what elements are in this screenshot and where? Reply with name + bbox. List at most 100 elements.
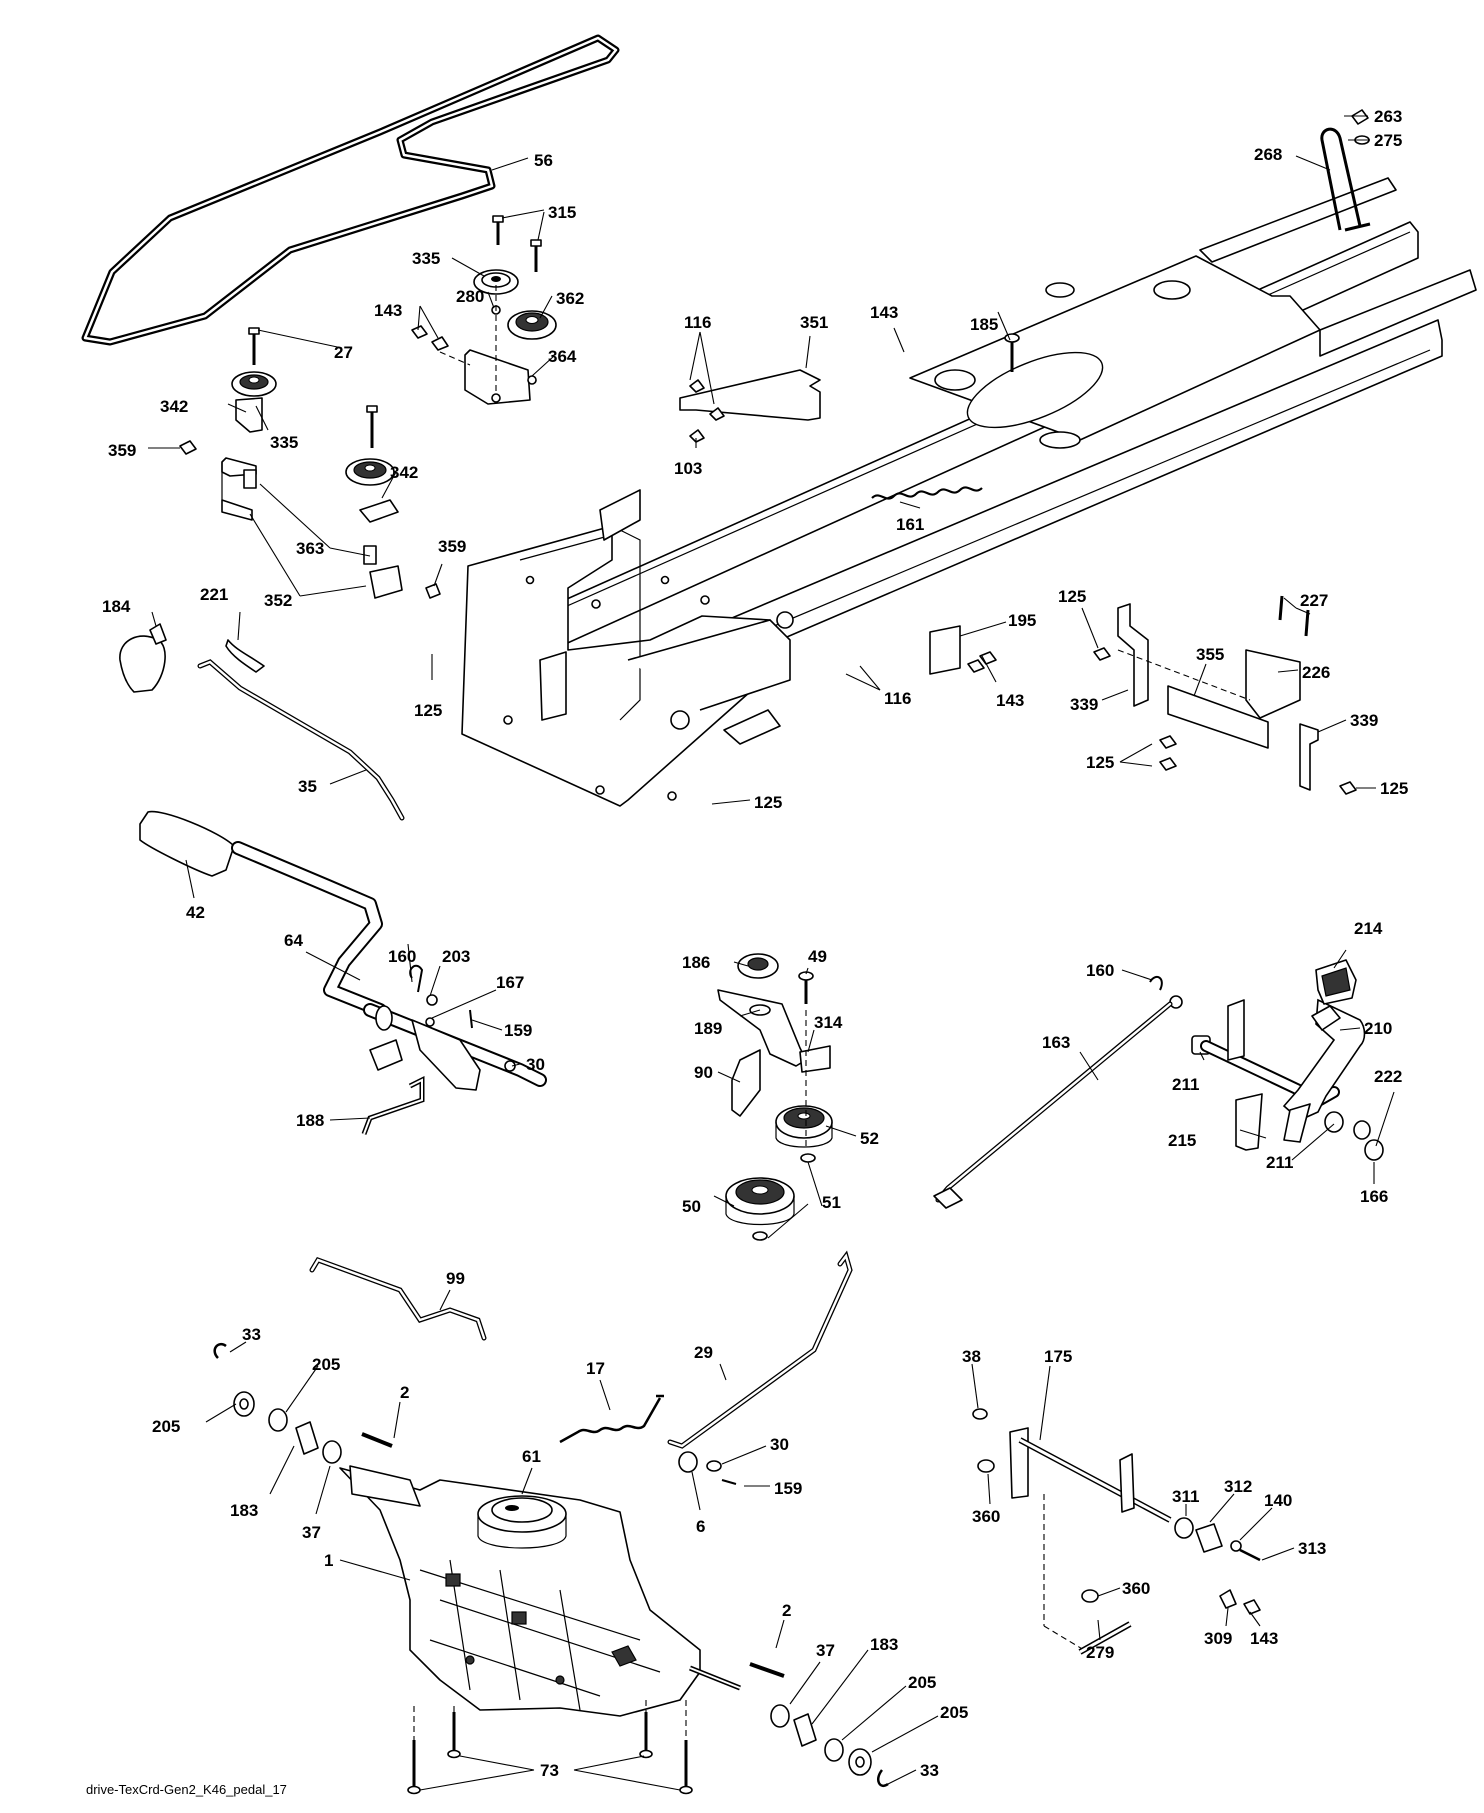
callout-203: 203 — [442, 947, 470, 966]
callout-2-lower: 2 — [782, 1601, 791, 1620]
callout-33-upper: 33 — [242, 1325, 261, 1344]
callout-166: 166 — [1360, 1187, 1388, 1206]
callout-205-b: 205 — [152, 1417, 180, 1436]
callout-143-lower: 143 — [1250, 1629, 1278, 1648]
callout-183-upper: 183 — [230, 1501, 258, 1520]
callout-33-lower: 33 — [920, 1761, 939, 1780]
callout-226: 226 — [1302, 663, 1330, 682]
callout-339-right: 339 — [1350, 711, 1378, 730]
callout-90: 90 — [694, 1063, 713, 1082]
callout-352: 352 — [264, 591, 292, 610]
callout-37-lower: 37 — [816, 1641, 835, 1660]
callout-214: 214 — [1354, 919, 1383, 938]
callout-159-upper: 159 — [504, 1021, 532, 1040]
callout-222: 222 — [1374, 1067, 1402, 1086]
callout-159-lower: 159 — [774, 1479, 802, 1498]
callout-35: 35 — [298, 777, 317, 796]
callout-221: 221 — [200, 585, 228, 604]
callout-362: 362 — [556, 289, 584, 308]
callout-227: 227 — [1300, 591, 1328, 610]
callout-211-upper: 211 — [1172, 1075, 1199, 1094]
callout-103: 103 — [674, 459, 702, 478]
callout-125-e: 125 — [754, 793, 782, 812]
callout-186: 186 — [682, 953, 710, 972]
callout-143-upper-left: 143 — [374, 301, 402, 320]
callout-313: 313 — [1298, 1539, 1326, 1558]
callout-279: 279 — [1086, 1643, 1114, 1662]
callout-56: 56 — [534, 151, 553, 170]
callout-189: 189 — [694, 1019, 722, 1038]
callout-342-left: 342 — [160, 397, 188, 416]
callout-339-left: 339 — [1070, 695, 1098, 714]
callout-312: 312 — [1224, 1477, 1252, 1496]
callout-labels: 56 315 335 280 362 143 364 27 342 335 35… — [102, 107, 1408, 1780]
callout-195: 195 — [1008, 611, 1036, 630]
main-frame-chassis — [461, 177, 1477, 807]
callout-210: 210 — [1364, 1019, 1392, 1038]
callout-360-lower: 360 — [1122, 1579, 1150, 1598]
callout-263: 263 — [1374, 107, 1402, 126]
callout-49: 49 — [808, 947, 827, 966]
callout-143-middle: 143 — [996, 691, 1024, 710]
callout-205-a: 205 — [312, 1355, 340, 1374]
callout-140: 140 — [1264, 1491, 1292, 1510]
callout-163: 163 — [1042, 1033, 1070, 1052]
drive-belt — [81, 34, 620, 346]
center-pulley-assembly — [717, 953, 833, 1241]
idler-pulley-assembly-upper — [411, 215, 557, 405]
callout-17: 17 — [586, 1359, 605, 1378]
callout-167: 167 — [496, 973, 524, 992]
callout-359-left: 359 — [108, 441, 136, 460]
control-rods — [309, 1250, 853, 1485]
drawing-filename-caption: drive-TexCrd-Gen2_K46_pedal_17 — [86, 1782, 287, 1797]
callout-99: 99 — [446, 1269, 465, 1288]
bypass-rod-assembly — [972, 1408, 1261, 1655]
callout-355: 355 — [1196, 645, 1224, 664]
callout-205-d: 205 — [940, 1703, 968, 1722]
callout-175: 175 — [1044, 1347, 1072, 1366]
callout-161: 161 — [896, 515, 924, 534]
callout-211-lower: 211 — [1266, 1153, 1293, 1172]
callout-342-right: 342 — [390, 463, 418, 482]
callout-42: 42 — [186, 903, 205, 922]
callout-125-c: 125 — [1086, 753, 1114, 772]
idler-pulley-assembly-lower — [179, 327, 441, 599]
callout-215: 215 — [1168, 1131, 1196, 1150]
callout-30-lower: 30 — [770, 1435, 789, 1454]
left-axle-parts — [213, 1342, 393, 1464]
callout-309: 309 — [1204, 1629, 1232, 1648]
callout-351: 351 — [800, 313, 828, 332]
callout-27: 27 — [334, 343, 353, 362]
callout-188: 188 — [296, 1111, 324, 1130]
callout-leader-lines — [148, 115, 1395, 1791]
callout-315: 315 — [548, 203, 576, 222]
callout-335-upper: 335 — [412, 249, 440, 268]
callout-125-a: 125 — [414, 701, 442, 720]
callout-205-c: 205 — [908, 1673, 936, 1692]
bracket-195 — [929, 625, 997, 675]
callout-37-upper: 37 — [302, 1523, 321, 1542]
right-axle-parts — [749, 1662, 889, 1787]
callout-275: 275 — [1374, 131, 1402, 150]
bracket-351 — [679, 369, 821, 443]
callout-116-lower: 116 — [884, 689, 911, 708]
bracket-group-355 — [1093, 595, 1357, 795]
callout-29: 29 — [694, 1343, 713, 1362]
brake-pedal-assembly — [933, 959, 1384, 1209]
callout-363: 363 — [296, 539, 324, 558]
callout-359-right: 359 — [438, 537, 466, 556]
callout-52: 52 — [860, 1129, 879, 1148]
callout-61: 61 — [522, 1447, 541, 1466]
callout-280: 280 — [456, 287, 484, 306]
callout-50: 50 — [682, 1197, 701, 1216]
callout-143-upper-middle: 143 — [870, 303, 898, 322]
callout-1: 1 — [324, 1551, 333, 1570]
callout-2-upper: 2 — [400, 1383, 409, 1402]
transaxle — [339, 1465, 741, 1717]
callout-30-upper: 30 — [526, 1055, 545, 1074]
callout-185: 185 — [970, 315, 998, 334]
callout-335-lower: 335 — [270, 433, 298, 452]
callout-268: 268 — [1254, 145, 1282, 164]
callout-125-d: 125 — [1380, 779, 1408, 798]
